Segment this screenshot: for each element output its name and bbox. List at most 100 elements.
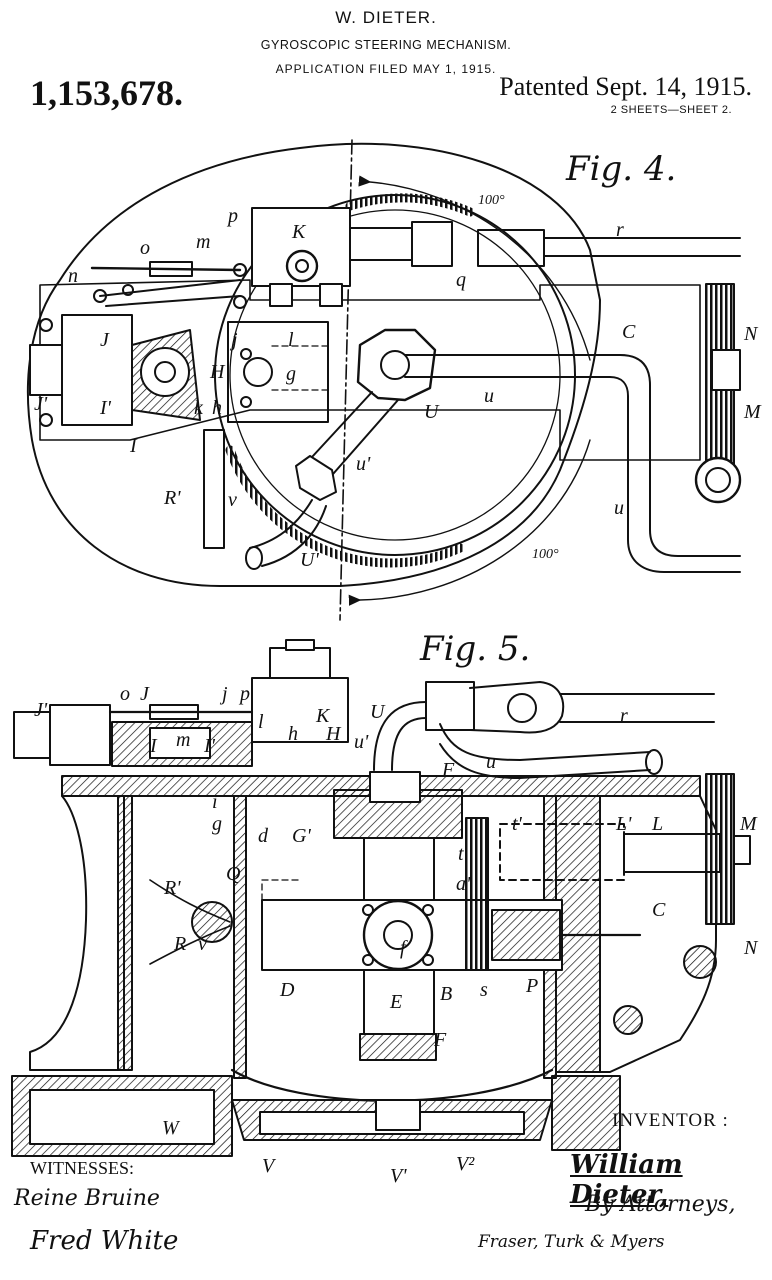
fig4-label-r: r <box>616 219 624 241</box>
fig4-block-K <box>251 207 351 287</box>
fig5-label-l: l <box>258 711 264 733</box>
fig5-label-H: H <box>325 723 342 745</box>
fig5-label-s: s <box>480 979 488 1001</box>
fig5-label-t: t <box>458 843 464 865</box>
fig4-label-u: u <box>484 385 494 407</box>
fig4-label-U1: U' <box>300 549 319 571</box>
fig5-label-N: N <box>743 937 759 959</box>
attorneys-signature: Fraser, Turk & Myers <box>478 1232 665 1252</box>
fig4-label-I1: I' <box>99 397 112 419</box>
fig5-label-I1: I' <box>203 735 216 757</box>
fig4-label-J1: J' <box>34 393 48 415</box>
fig4-label-I: I <box>129 435 138 457</box>
fig4-angle-arc-bottom <box>348 439 591 606</box>
fig4-group: Fig. 4. 100° 100° <box>26 139 762 621</box>
fig5-label-U: U <box>370 701 386 723</box>
fig4-valve-hole-2 <box>240 396 252 408</box>
fig5-rod-arm <box>469 681 565 734</box>
fig4-coupling <box>411 221 453 267</box>
fig5-label-J: J <box>140 683 150 705</box>
fig5-label-h: h <box>288 723 298 745</box>
fig4-hex-nut-U <box>356 328 437 402</box>
fig5-label-r: r <box>620 705 628 727</box>
fig5-rotor-hub-inner <box>383 920 413 950</box>
fig5-label-J1: J' <box>34 699 48 721</box>
fig5-label-u: u <box>486 751 496 773</box>
fig4-label-R1: R' <box>163 487 181 509</box>
patent-number: 1,153,678. <box>30 73 183 113</box>
fig5-center-bolt <box>375 1099 421 1131</box>
fig5-pinion-P <box>491 909 561 961</box>
fig4-clevis <box>477 229 545 267</box>
fig5-title: Fig. 5. <box>419 629 530 669</box>
attorneys-label: By Attorneys, <box>585 1192 736 1217</box>
fig5-label-P: P <box>525 975 538 997</box>
fig4-valve-box <box>227 321 329 423</box>
inventor-label: INVENTOR : <box>612 1110 729 1131</box>
fig5-rotor-bolt-4 <box>422 954 434 966</box>
fig5-block-K-cap <box>269 647 331 679</box>
fig4-label-K: K <box>291 221 307 243</box>
fig5-gear-M-nut <box>733 835 751 865</box>
sheet-count: 2 SHEETS—SHEET 2. <box>610 104 732 116</box>
fig4-label-N: N <box>743 323 759 345</box>
fig5-pipe-U <box>373 701 427 771</box>
fig5-gimbal-F-bottom <box>359 1033 437 1061</box>
fig5-left-housing <box>29 795 125 1071</box>
fig5-gear-t <box>465 817 489 971</box>
fig4-screw-top <box>39 318 53 332</box>
fig4-bevel-hub <box>140 347 190 397</box>
fig4-screw-bottom <box>39 413 53 427</box>
fig5-block-J <box>49 704 111 766</box>
fig4-pivot-j <box>233 295 247 309</box>
fig4-label-q: q <box>456 269 466 291</box>
fig4-bent-pipe <box>249 499 327 567</box>
fig4-gear-M-hub <box>711 349 741 391</box>
fig4-pipe-end <box>245 546 263 570</box>
witness-signature-1: Reine Bruine <box>14 1186 160 1211</box>
fig5-turnbuckle <box>149 704 199 720</box>
fig4-knob-N-inner <box>705 467 731 493</box>
fig5-gimbal-cap <box>369 771 421 803</box>
witness-signature-2: Fred White <box>30 1226 179 1256</box>
fig5-gear-M <box>705 773 735 925</box>
fig4-valve-hole-1 <box>240 348 252 360</box>
patented-date: Patented Sept. 14, 1915. <box>499 72 752 101</box>
fig4-label-h: h <box>212 397 222 419</box>
fig5-rotor-bolt-2 <box>422 904 434 916</box>
fig4-arm-lower <box>325 399 399 483</box>
fig5-label-L1: L' <box>615 813 632 835</box>
fig5-label-M: M <box>739 813 758 835</box>
witnesses-label: WITNESSES: <box>30 1158 135 1178</box>
fig4-rod-R1 <box>203 429 225 549</box>
fig5-clamp <box>425 681 475 731</box>
fig5-label-j: j <box>219 683 228 705</box>
fig4-label-J: J <box>100 329 110 351</box>
fig5-label-t1: t' <box>512 813 523 835</box>
fig5-rotor-bolt-3 <box>362 954 374 966</box>
fig5-label-R1: R' <box>163 877 181 899</box>
fig4-base-plate <box>39 279 701 461</box>
fig5-label-C: C <box>652 899 666 921</box>
fig4-bolt-K <box>285 249 319 283</box>
fig5-dashed-frame <box>261 879 301 901</box>
fig5-rotor-hub <box>362 899 434 971</box>
fig5-label-Q: Q <box>226 863 241 885</box>
fig4-turnbuckle <box>149 261 193 277</box>
fig4-label-n: n <box>68 265 78 287</box>
fig5-left-housing-wall <box>117 795 133 1071</box>
fig4-label-M: M <box>743 401 762 423</box>
fig5-label-K: K <box>315 705 331 727</box>
fig5-port-hole <box>613 1005 643 1035</box>
fig4-pivot-o <box>122 284 134 296</box>
fig4-gear-arc-top <box>345 193 475 217</box>
fig5-label-V1: V' <box>390 1165 407 1187</box>
fig5-knob-N <box>683 945 717 979</box>
fig5-dish <box>230 1068 554 1102</box>
fig5-label-V: V <box>262 1155 277 1177</box>
fig5-label-F-bottom: F <box>433 1029 447 1051</box>
fig5-inner-wall-left <box>233 795 247 1079</box>
fig5-rod-R-arc <box>149 879 231 965</box>
fig4-label-u1: u' <box>356 453 371 475</box>
